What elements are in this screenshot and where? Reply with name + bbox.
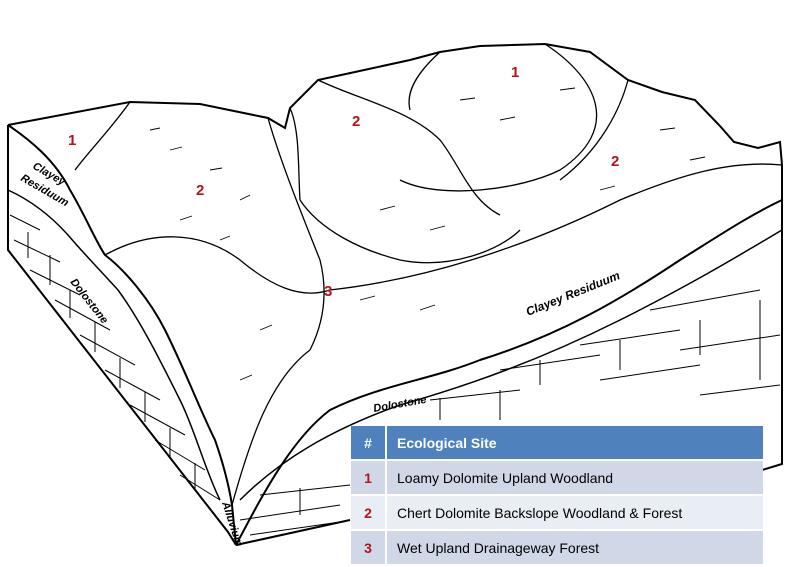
site-label-upland-right: 1 — [511, 64, 519, 81]
legend-row: 1 Loamy Dolomite Upland Woodland — [351, 459, 763, 495]
stratum-label-clayey-right: Clayey Residuum — [524, 268, 622, 319]
ecological-site-legend: # Ecological Site 1 Loamy Dolomite Uplan… — [351, 426, 763, 564]
right-bedrock-blocks — [239, 289, 781, 536]
slope-hatch — [149, 87, 706, 381]
legend-row: 3 Wet Upland Drainageway Forest — [351, 529, 763, 564]
site-label-slope-left: 2 — [196, 182, 204, 199]
site-label-upland-left: 1 — [68, 132, 76, 149]
legend-row-num: 2 — [351, 494, 387, 530]
legend-row-num: 1 — [351, 459, 387, 495]
left-bedrock-blocks — [9, 214, 221, 501]
site-label-hill-top: 2 — [352, 113, 360, 130]
legend-row-num: 3 — [351, 529, 387, 564]
left-residuum-band — [7, 189, 221, 501]
legend-header-site: Ecological Site — [386, 426, 763, 460]
site-label-drainageway: 3 — [324, 283, 332, 300]
left-profile — [7, 124, 237, 546]
legend-row-site: Chert Dolomite Backslope Woodland & Fore… — [386, 494, 763, 530]
right-profile — [235, 199, 783, 546]
right-residuum-band — [239, 229, 783, 501]
terrain-lines — [74, 43, 783, 506]
legend-header-row: # Ecological Site — [351, 426, 763, 460]
stratum-label-dolostone-right: Dolostone — [372, 394, 427, 415]
site-label-slope-right: 2 — [611, 153, 619, 170]
legend-row: 2 Chert Dolomite Backslope Woodland & Fo… — [351, 494, 763, 530]
left-face-outline — [7, 125, 237, 546]
legend-row-site: Loamy Dolomite Upland Woodland — [386, 459, 763, 495]
legend-header-num: # — [351, 426, 387, 460]
right-face-outline — [235, 165, 783, 546]
legend-row-site: Wet Upland Drainageway Forest — [386, 529, 763, 564]
land-surface-outline — [7, 42, 783, 166]
